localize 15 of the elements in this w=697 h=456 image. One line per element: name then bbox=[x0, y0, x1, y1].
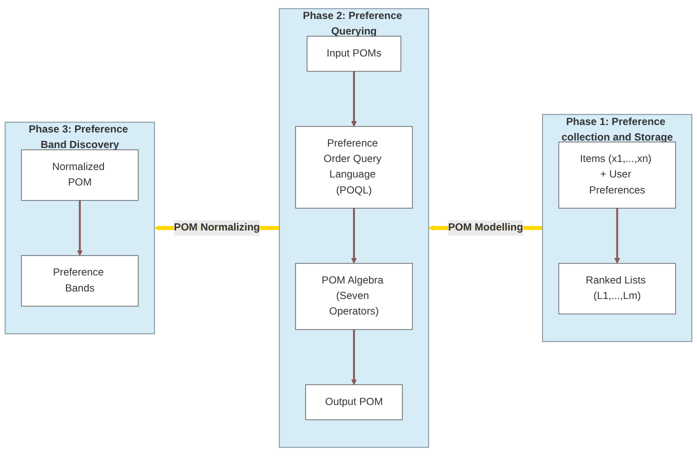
node-box: Input POMs bbox=[306, 36, 402, 72]
arrow bbox=[351, 208, 357, 264]
node-box: POM Algebra (Seven Operators) bbox=[295, 263, 413, 330]
node-box: Items (x1,...,xn) + User Preferences bbox=[558, 142, 676, 209]
arrow bbox=[614, 208, 620, 264]
arrow bbox=[76, 200, 83, 256]
node-box: Ranked Lists (L1,...,Lm) bbox=[558, 263, 676, 314]
arrow bbox=[351, 330, 357, 385]
node-box: Preference Bands bbox=[21, 255, 139, 307]
edge-label: POM Normalizing bbox=[174, 222, 260, 234]
node-box: Preference Order Query Language (POQL) bbox=[295, 126, 413, 209]
edge-label: POM Modelling bbox=[448, 222, 524, 234]
node-box: Output POM bbox=[305, 384, 403, 420]
arrow bbox=[351, 71, 357, 127]
node-box: Normalized POM bbox=[21, 149, 139, 201]
